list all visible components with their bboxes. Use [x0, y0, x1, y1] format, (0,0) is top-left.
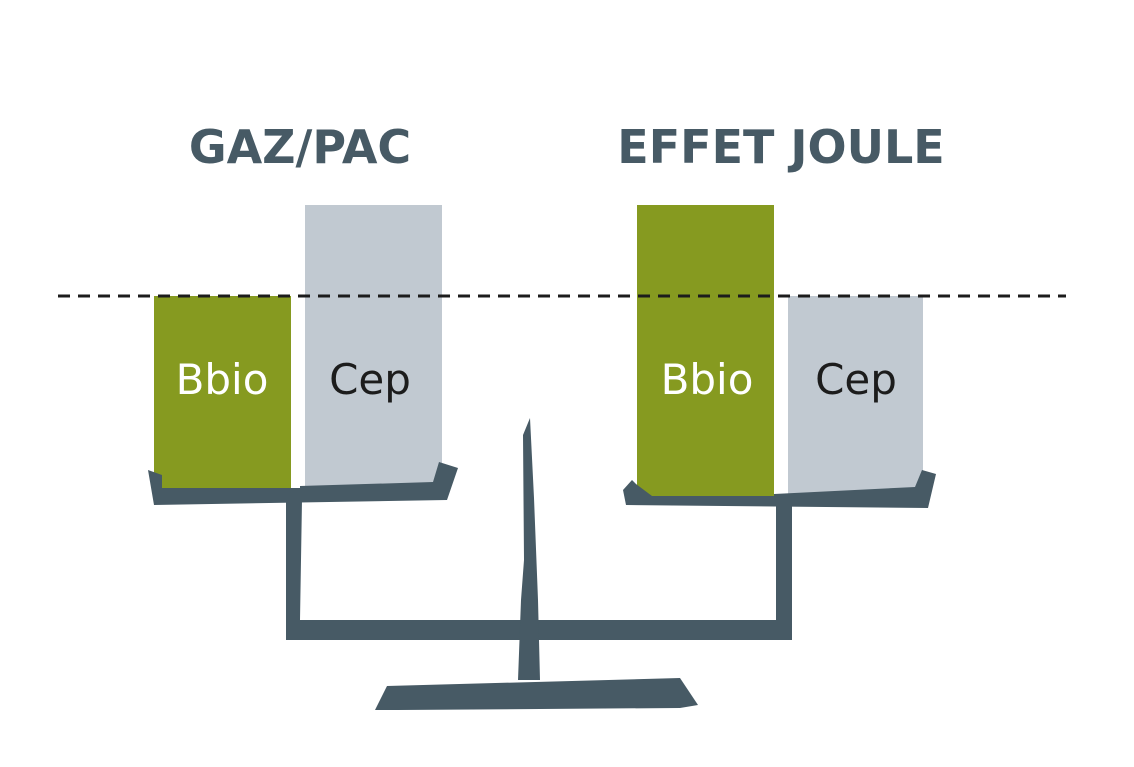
left-hanger: [286, 500, 302, 640]
group-title-effet-joule: EFFET JOULE: [617, 120, 944, 174]
right-cep-bar: [788, 296, 923, 495]
right-cep-label: Cep: [815, 355, 897, 404]
scale-beam: [286, 620, 792, 640]
left-cep-label: Cep: [329, 355, 411, 404]
right-bbio-label: Bbio: [661, 355, 754, 404]
left-bbio-bar: [154, 296, 291, 489]
balance-scale: [148, 418, 936, 710]
left-bbio-label: Bbio: [176, 355, 269, 404]
right-pan: [623, 470, 936, 508]
group-title-gaz-pac: GAZ/PAC: [189, 120, 411, 174]
scale-base: [375, 678, 698, 710]
left-cep-bar: [305, 205, 442, 487]
right-hanger: [776, 503, 792, 640]
scale-needle: [518, 418, 540, 680]
right-bbio-bar: [637, 205, 774, 497]
left-pan: [148, 462, 458, 505]
